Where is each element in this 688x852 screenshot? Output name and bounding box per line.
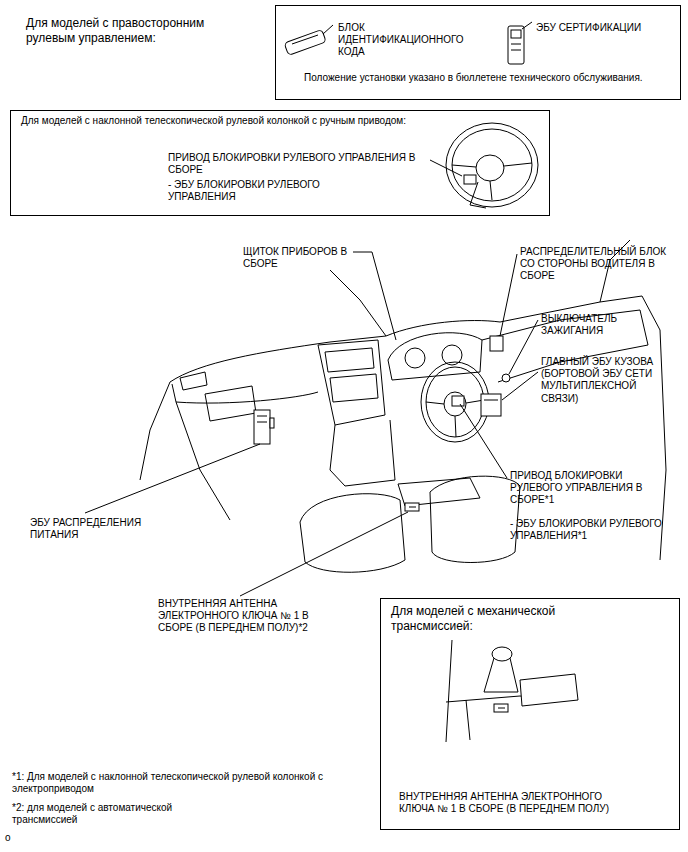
part-name: ПРИВОД БЛОКИРОВКИ РУЛЕВОГО УПРАВЛЕНИЯ В … bbox=[168, 152, 426, 176]
certification-ecu-icon-part bbox=[508, 26, 524, 64]
interior-illustration-part bbox=[176, 402, 230, 520]
steering-wheel-inset bbox=[430, 123, 538, 208]
shifter-illustration-part bbox=[498, 708, 505, 709]
certification-ecu-icon-part bbox=[522, 22, 532, 29]
leader-line bbox=[85, 252, 538, 596]
shifter-illustration bbox=[446, 640, 578, 742]
key-fob-icon-part bbox=[284, 30, 326, 56]
box-heading: Для моделей с наклонной телескопической … bbox=[21, 115, 406, 127]
certification-ecu-icon-part bbox=[511, 50, 521, 51]
interior-illustration-part bbox=[330, 270, 386, 336]
interior-illustration-part bbox=[398, 478, 480, 506]
steering-wheel-inset-part bbox=[446, 123, 538, 207]
part-name: БЛОК ИДЕНТИФИКАЦИОННОГО КОДА bbox=[338, 22, 466, 59]
shifter-illustration-part bbox=[492, 647, 512, 661]
shifter-illustration-part bbox=[494, 704, 508, 712]
interior-illustration-part bbox=[388, 333, 482, 380]
interior-illustration-part bbox=[325, 348, 374, 372]
key-fob-icon-part bbox=[292, 35, 318, 44]
part-name: ВНУТРЕННЯЯ АНТЕННА ЭЛЕКТРОННОГО КЛЮЧА № … bbox=[158, 598, 338, 635]
interior-illustration-part bbox=[421, 362, 489, 442]
interior-illustration-part bbox=[330, 420, 395, 486]
interior-illustration-part bbox=[452, 396, 464, 406]
interior-illustration-part bbox=[140, 382, 170, 480]
key-fob-icon-part bbox=[323, 25, 333, 34]
box-heading: Для моделей с механической трансмиссией: bbox=[391, 604, 591, 633]
interior-illustration-part bbox=[300, 494, 405, 573]
key-fob-icon bbox=[284, 25, 333, 55]
interior-illustration-part bbox=[205, 386, 256, 421]
footnote: *2: для моделей с автоматической трансми… bbox=[12, 802, 212, 826]
certification-ecu-icon-part bbox=[511, 30, 521, 38]
interior-illustration-part bbox=[484, 400, 498, 401]
part-name: ЭБУ РАСПРЕДЕЛЕНИЯ ПИТАНИЯ bbox=[30, 517, 160, 541]
interior-illustration-part bbox=[330, 374, 378, 402]
interior-illustration-part bbox=[270, 418, 274, 428]
variant-box: Для моделей с наклонной телескопической … bbox=[10, 110, 550, 216]
variant-box: Для моделей с механической трансмиссией:… bbox=[380, 598, 680, 830]
shifter-illustration-part bbox=[484, 658, 518, 692]
interior-illustration-part bbox=[481, 394, 501, 416]
leader-line-part bbox=[240, 512, 408, 596]
part-name: ГЛАВНЫЙ ЭБУ КУЗОВА (БОРТОВОЙ ЭБУ СЕТИ МУ… bbox=[541, 356, 676, 405]
part-name: ЭБУ СЕРТИФИКАЦИИ bbox=[536, 22, 666, 34]
leader-line-part bbox=[460, 404, 507, 478]
interior-illustration-part bbox=[426, 367, 484, 437]
interior-illustration-part bbox=[405, 503, 419, 511]
steering-wheel-inset-part bbox=[490, 181, 492, 200]
part-name: - ЭБУ БЛОКИРОВКИ РУЛЕВОГО УПРАВЛЕНИЯ*1 bbox=[510, 518, 682, 542]
part-name: ПРИВОД БЛОКИРОВКИ РУЛЕВОГО УПРАВЛЕНИЯ В … bbox=[510, 470, 645, 507]
steering-wheel-inset-part bbox=[452, 165, 476, 167]
steering-wheel-inset-part bbox=[504, 163, 532, 166]
interior-illustration-part bbox=[502, 374, 510, 382]
leader-line-part bbox=[502, 372, 538, 400]
leader-line-part bbox=[85, 444, 260, 513]
interior-illustration-part bbox=[254, 410, 270, 444]
shifter-illustration-part bbox=[466, 700, 470, 740]
interior-illustration-part bbox=[490, 336, 503, 351]
shifter-illustration-part bbox=[446, 640, 452, 742]
interior-illustration-part bbox=[405, 348, 425, 368]
interior-illustration-part bbox=[318, 340, 385, 425]
certification-ecu-icon-part bbox=[511, 44, 521, 45]
steering-wheel-inset-part bbox=[430, 160, 462, 176]
interior-illustration-part bbox=[170, 336, 386, 382]
part-name: ВЫКЛЮЧАТЕЛЬ ЗАЖИГАНИЯ bbox=[541, 313, 651, 337]
part-name: - ЭБУ БЛОКИРОВКИ РУЛЕВОГО УПРАВЛЕНИЯ bbox=[168, 179, 338, 203]
note-text: Положение установки указано в бюллетене … bbox=[304, 72, 674, 84]
figure-code: o bbox=[5, 832, 25, 844]
leader-line-part bbox=[500, 254, 517, 336]
steering-wheel-inset-part bbox=[470, 182, 486, 208]
part-name: ВНУТРЕННЯЯ АНТЕННА ЭЛЕКТРОННОГО КЛЮЧА № … bbox=[399, 791, 639, 815]
shifter-illustration-part bbox=[520, 674, 578, 706]
interior-illustration-part bbox=[444, 392, 466, 416]
interior-illustration-part bbox=[257, 416, 267, 417]
interior-illustration-part bbox=[426, 402, 444, 404]
box-heading: Для моделей с правосторонним рулевым упр… bbox=[26, 16, 226, 45]
note-box: Для моделей с правосторонним рулевым упр… bbox=[275, 5, 681, 100]
part-name: ЩИТОК ПРИБОРОВ В СБОРЕ bbox=[243, 246, 351, 270]
leader-line-part bbox=[353, 252, 396, 340]
steering-wheel-inset-part bbox=[452, 129, 532, 201]
interior-illustration-part bbox=[180, 372, 207, 390]
interior-illustration-part bbox=[455, 416, 456, 437]
certification-ecu-icon bbox=[508, 22, 532, 64]
steering-wheel-inset-part bbox=[476, 155, 504, 181]
leader-line-part bbox=[509, 320, 538, 374]
part-name: РАСПРЕДЕЛИТЕЛЬНЫЙ БЛОК СО СТОРОНЫ ВОДИТЕ… bbox=[520, 246, 680, 283]
footnote: *1: Для моделей с наклонной телескопичес… bbox=[12, 771, 347, 795]
interior-illustration-part bbox=[409, 507, 416, 508]
interior-illustration-part bbox=[257, 422, 267, 423]
steering-wheel-inset-part bbox=[464, 175, 476, 184]
